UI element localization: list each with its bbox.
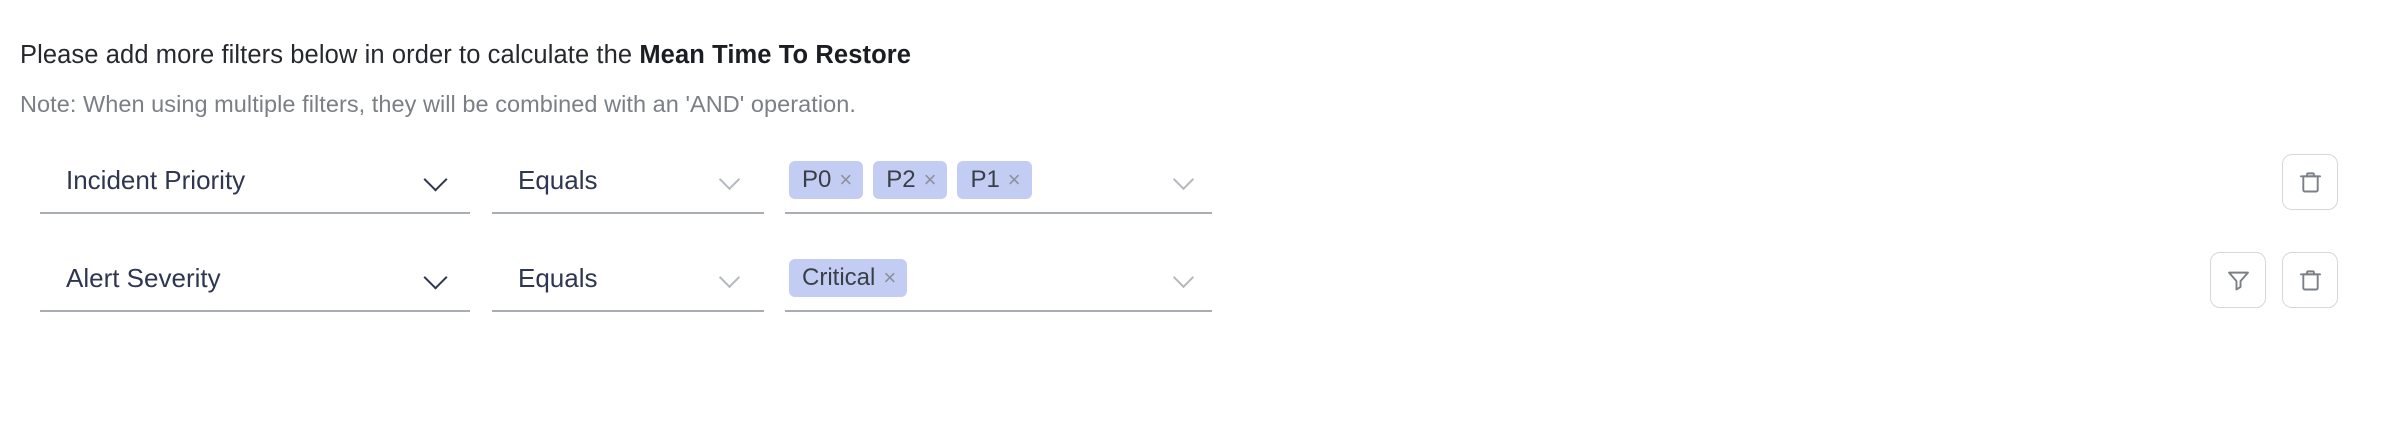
attribute-select[interactable]: Alert Severity — [40, 246, 470, 312]
value-chip[interactable]: Critical × — [789, 259, 908, 297]
chevron-down-icon — [424, 265, 450, 291]
filter-row-list: Incident Priority Equals P0 × P2 × — [0, 148, 2408, 344]
attribute-select-value: Alert Severity — [66, 262, 221, 293]
attribute-select-value: Incident Priority — [66, 164, 246, 195]
selected-value-chips: P0 × P2 × P1 × — [785, 161, 1032, 199]
operator-select-value: Equals — [518, 164, 598, 195]
value-chip-label: P1 — [970, 166, 1000, 193]
value-chip[interactable]: P2 × — [873, 161, 948, 199]
value-multiselect[interactable]: Critical × — [785, 246, 1212, 312]
selected-value-chips: Critical × — [785, 259, 908, 297]
trash-icon — [2299, 269, 2321, 290]
row-actions — [2210, 252, 2338, 308]
close-icon[interactable]: × — [1007, 167, 1021, 192]
trash-icon — [2299, 171, 2321, 192]
attribute-select[interactable]: Incident Priority — [40, 148, 470, 214]
filter-note: Note: When using multiple filters, they … — [20, 91, 856, 117]
value-multiselect[interactable]: P0 × P2 × P1 × — [785, 148, 1212, 214]
chevron-down-icon — [1172, 167, 1198, 193]
operator-select[interactable]: Equals — [492, 246, 764, 312]
close-icon[interactable]: × — [883, 265, 897, 290]
chevron-down-icon — [718, 265, 744, 291]
chevron-down-icon — [1172, 265, 1198, 291]
funnel-icon — [2227, 271, 2249, 290]
chevron-down-icon — [424, 167, 450, 193]
close-icon[interactable]: × — [923, 167, 937, 192]
value-chip[interactable]: P1 × — [957, 161, 1032, 199]
instruction-prefix: Please add more filters below in order t… — [20, 41, 640, 69]
value-chip-label: P0 — [802, 166, 832, 193]
close-icon[interactable]: × — [839, 167, 853, 192]
delete-filter-button[interactable] — [2282, 252, 2338, 308]
chevron-down-icon — [718, 167, 744, 193]
value-chip[interactable]: P0 × — [789, 161, 864, 199]
filter-row: Alert Severity Equals Critical × — [0, 246, 2408, 344]
page-title: Please add more filters below in order t… — [20, 40, 911, 70]
metric-name: Mean Time To Restore — [639, 41, 912, 69]
delete-filter-button[interactable] — [2282, 154, 2338, 210]
apply-filter-button[interactable] — [2210, 252, 2266, 308]
filter-row: Incident Priority Equals P0 × P2 × — [0, 148, 2408, 246]
operator-select-value: Equals — [518, 262, 598, 293]
value-chip-label: P2 — [886, 166, 916, 193]
row-actions — [2282, 154, 2338, 210]
operator-select[interactable]: Equals — [492, 148, 764, 214]
value-chip-label: Critical — [802, 264, 876, 291]
